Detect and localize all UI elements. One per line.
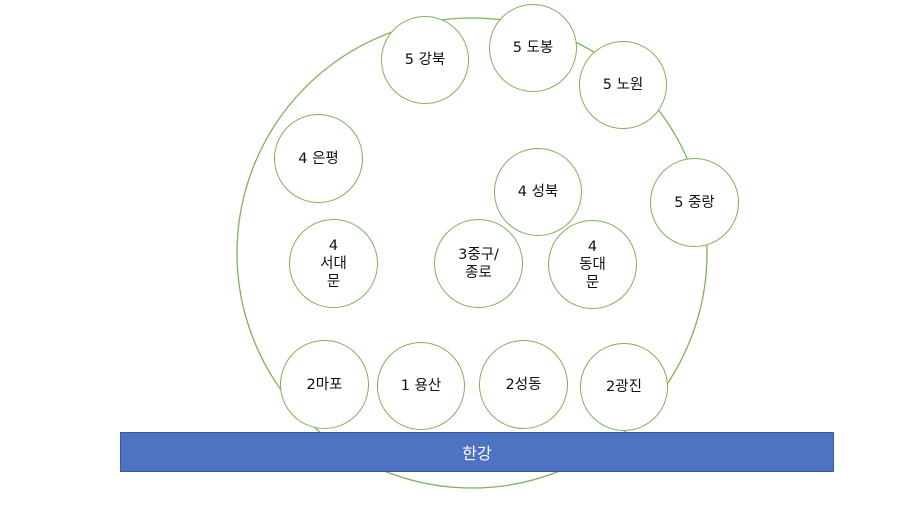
node-junggu-jongno: 3중구/ 종로 [434,219,523,308]
river-label: 한강 [462,444,492,463]
node-gwangjin: 2광진 [580,343,668,431]
node-label: 4 동대 문 [579,238,606,291]
han-river-bar: 한강 [120,432,834,472]
node-label: 3중구/ 종로 [458,246,499,281]
node-label: 5 중랑 [674,194,715,211]
node-seongbuk: 4 성북 [494,148,582,236]
node-mapo: 2마포 [280,340,369,429]
node-label: 5 도봉 [512,40,554,56]
node-label: 5 노원 [602,77,644,93]
node-label: 1 용산 [400,378,442,394]
node-label: 4 서대 문 [320,237,347,290]
node-seodaemun: 4 서대 문 [289,219,378,308]
node-dobong: 5 도봉 [489,4,577,92]
node-dongdaemun: 4 동대 문 [548,220,637,309]
node-label: 2마포 [306,376,343,393]
node-label: 2광진 [606,379,642,395]
node-label: 4 성북 [517,184,559,200]
node-label: 4 은평 [298,150,339,167]
outer-ring-circle [236,17,708,489]
node-yongsan: 1 용산 [377,342,465,430]
node-label: 5 강북 [404,52,446,68]
node-seongdong: 2성동 [479,340,568,429]
node-label: 2성동 [505,376,542,393]
node-jungnang: 5 중랑 [650,158,739,247]
node-gangbuk: 5 강북 [381,16,469,104]
node-eunpyeong: 4 은평 [274,114,363,203]
node-nowon: 5 노원 [579,41,667,129]
